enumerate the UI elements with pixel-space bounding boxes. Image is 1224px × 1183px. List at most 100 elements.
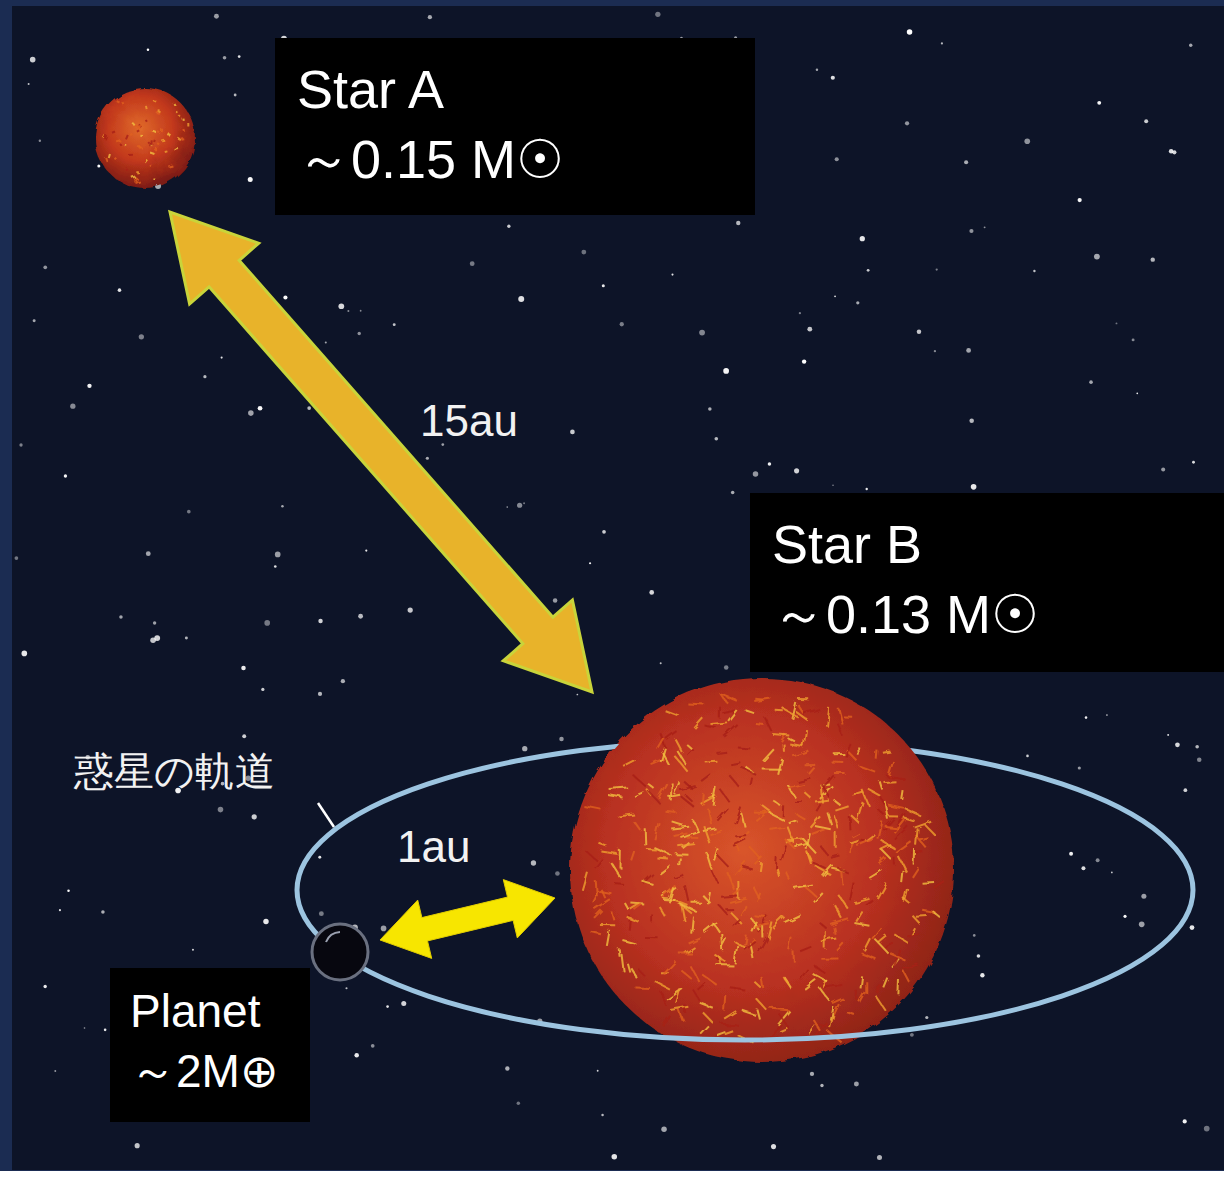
chalk-stroke: [677, 751, 686, 765]
star-mass: ～0.13 M☉: [772, 579, 1202, 649]
background-star: [936, 268, 938, 270]
background-star: [601, 1114, 603, 1116]
label-box: Planet～2M⊕: [110, 968, 310, 1122]
background-star: [802, 359, 806, 363]
background-star: [1204, 1126, 1210, 1132]
chalk-stroke: [816, 804, 820, 811]
background-star: [834, 295, 836, 297]
background-star: [234, 94, 237, 97]
chalk-stroke: [888, 806, 905, 809]
chalk-stroke: [869, 870, 882, 878]
chalk-stroke: [138, 125, 142, 127]
chalk-stroke: [113, 132, 116, 133]
planet-mass: ～2M⊕: [130, 1042, 290, 1102]
chalk-stroke: [920, 838, 929, 840]
chalk-stroke: [674, 875, 683, 878]
background-star: [1089, 380, 1093, 384]
chalk-stroke: [647, 783, 654, 789]
chalk-stroke: [609, 788, 628, 789]
chalk-stroke: [899, 857, 907, 873]
chalk-stroke: [875, 995, 885, 1010]
star-b-texture: [582, 694, 944, 1044]
chalk-stroke: [693, 717, 702, 727]
chalk-stroke: [752, 919, 758, 930]
chalk-stroke: [128, 154, 133, 156]
chalk-stroke: [809, 1024, 815, 1033]
background-star: [15, 556, 19, 560]
chalk-stroke: [660, 866, 671, 874]
chalk-stroke: [884, 801, 888, 820]
background-star: [119, 615, 123, 619]
background-star: [1189, 44, 1192, 47]
chalk-stroke: [700, 1025, 708, 1033]
chalk-stroke: [834, 904, 842, 919]
background-star: [341, 679, 345, 683]
chalk-stroke: [731, 763, 741, 765]
orbit-front: [297, 890, 1193, 1040]
chalk-stroke: [883, 842, 895, 849]
chalk-stroke: [687, 703, 704, 706]
background-star: [401, 1001, 406, 1006]
chalk-stroke: [723, 695, 737, 701]
chalk-stroke: [878, 884, 887, 899]
chalk-stroke: [621, 954, 623, 972]
background-star: [21, 651, 27, 657]
chalk-stroke: [187, 123, 189, 127]
background-star: [612, 1154, 618, 1160]
background-star: [70, 403, 75, 408]
chalk-stroke: [738, 746, 750, 749]
background-star: [325, 341, 327, 343]
chalk-stroke: [708, 809, 711, 825]
background-star: [523, 502, 525, 504]
chalk-stroke: [685, 885, 688, 901]
chalk-stroke: [713, 787, 716, 805]
background-star: [39, 140, 41, 142]
background-star: [97, 165, 100, 168]
background-star: [917, 329, 922, 334]
chalk-stroke: [178, 139, 181, 141]
chalk-stroke: [862, 953, 877, 959]
background-star: [426, 457, 429, 460]
chalk-stroke: [800, 947, 811, 952]
chalk-stroke: [724, 725, 737, 737]
chalk-stroke: [834, 753, 845, 755]
chalk-stroke: [599, 892, 612, 895]
star-mass: ～0.15 M☉: [297, 124, 733, 194]
chalk-stroke: [116, 100, 119, 101]
chalk-stroke: [818, 1023, 828, 1036]
chalk-stroke: [934, 881, 944, 887]
leader-line: [318, 803, 334, 827]
chalk-stroke: [705, 725, 717, 728]
background-star: [1094, 254, 1100, 260]
background-star: [860, 236, 865, 241]
chalk-stroke: [783, 744, 785, 752]
background-star: [408, 607, 413, 612]
background-star: [816, 68, 818, 70]
chalk-stroke: [126, 135, 128, 139]
background-star: [281, 505, 284, 508]
distance-label: 15au: [420, 396, 518, 446]
background-star: [1024, 138, 1030, 144]
chalk-stroke: [794, 885, 812, 889]
background-star: [1026, 755, 1029, 758]
chalk-stroke: [145, 160, 147, 163]
chalk-stroke: [831, 761, 844, 763]
chalk-stroke: [137, 145, 141, 148]
background-star: [283, 295, 287, 299]
chalk-stroke: [607, 930, 610, 946]
chalk-stroke: [671, 827, 689, 829]
night-sky: [12, 6, 1224, 1170]
background-star: [518, 296, 524, 302]
chalk-stroke: [662, 752, 669, 766]
chalk-stroke: [804, 729, 807, 747]
chalk-stroke: [733, 920, 740, 927]
chalk-stroke: [755, 811, 766, 821]
background-star: [146, 551, 151, 556]
chalk-stroke: [776, 710, 784, 713]
chalk-stroke: [121, 102, 123, 105]
background-star: [768, 462, 771, 465]
chalk-stroke: [165, 150, 168, 153]
chalk-stroke: [866, 901, 873, 906]
background-star: [559, 737, 564, 742]
chalk-stroke: [582, 872, 587, 890]
